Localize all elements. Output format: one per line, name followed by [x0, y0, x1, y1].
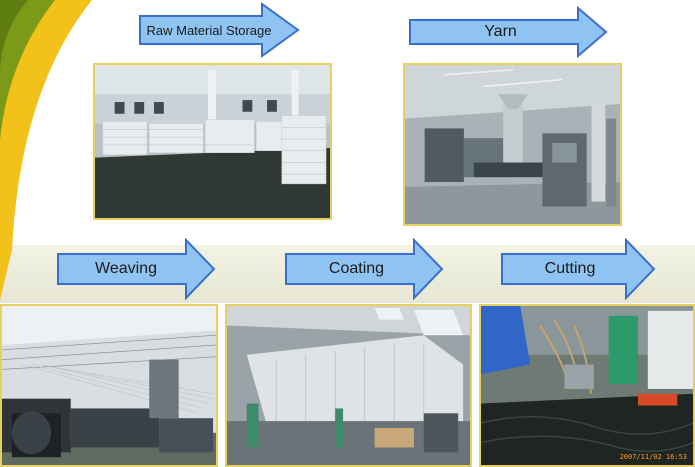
- step-label: Yarn: [484, 23, 517, 40]
- step-arrow-weaving: Weaving: [56, 238, 216, 300]
- background-swoosh: [0, 0, 92, 300]
- photo-yarn: [403, 63, 622, 226]
- photo-cutting: 2007/11/02 16:53: [479, 304, 695, 467]
- step-label: Raw Material Storage: [146, 22, 272, 38]
- step-label: Coating: [328, 260, 385, 277]
- photo-weaving: [0, 304, 218, 467]
- step-arrow-coating: Coating: [284, 238, 444, 300]
- photo-coating: [225, 304, 472, 467]
- step-label: Cutting: [544, 260, 596, 277]
- step-label: Weaving: [95, 260, 157, 277]
- step-arrow-cutting: Cutting: [500, 238, 656, 300]
- photo-raw-material-storage: [93, 63, 332, 220]
- step-arrow-yarn: Yarn: [408, 6, 608, 58]
- step-arrow-raw-material-storage: Raw Material Storage: [138, 2, 300, 58]
- photo-timestamp: 2007/11/02 16:53: [619, 453, 687, 461]
